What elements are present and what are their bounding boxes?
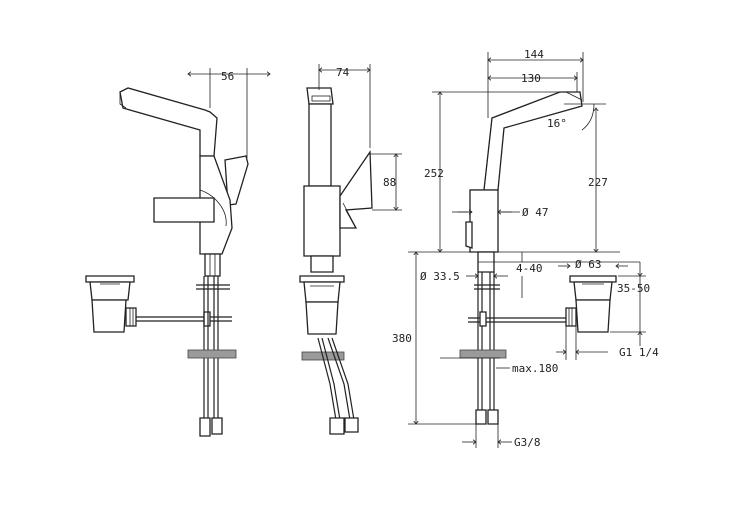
dim-diam-33-5: Ø 33.5 — [420, 270, 460, 283]
dim-144: 144 — [524, 48, 544, 61]
dim-max-180: max.180 — [512, 362, 558, 375]
dim-252: 252 — [424, 167, 444, 180]
dim-4-40: 4-40 — [516, 262, 543, 275]
dim-56: 56 — [221, 70, 234, 83]
dim-diam-63: Ø 63 — [575, 258, 602, 271]
dim-74: 74 — [336, 66, 350, 79]
side-view: 74 88 — [299, 64, 402, 435]
dim-88: 88 — [383, 176, 396, 189]
dim-g1-1-4: G1 1/4 — [619, 346, 659, 359]
dim-16deg: 16° — [547, 117, 567, 130]
dimensioned-view: 144 130 16° 252 227 Ø 47 Ø 33.5 4-40 — [392, 48, 659, 449]
dim-g3-8: G3/8 — [514, 436, 541, 449]
dim-35-50: 35-50 — [617, 282, 650, 295]
dim-227: 227 — [588, 176, 608, 189]
dim-130: 130 — [521, 72, 541, 85]
dim-380: 380 — [392, 332, 412, 345]
front-view: 56 — [85, 68, 270, 437]
dim-diam-47: Ø 47 — [522, 206, 549, 219]
